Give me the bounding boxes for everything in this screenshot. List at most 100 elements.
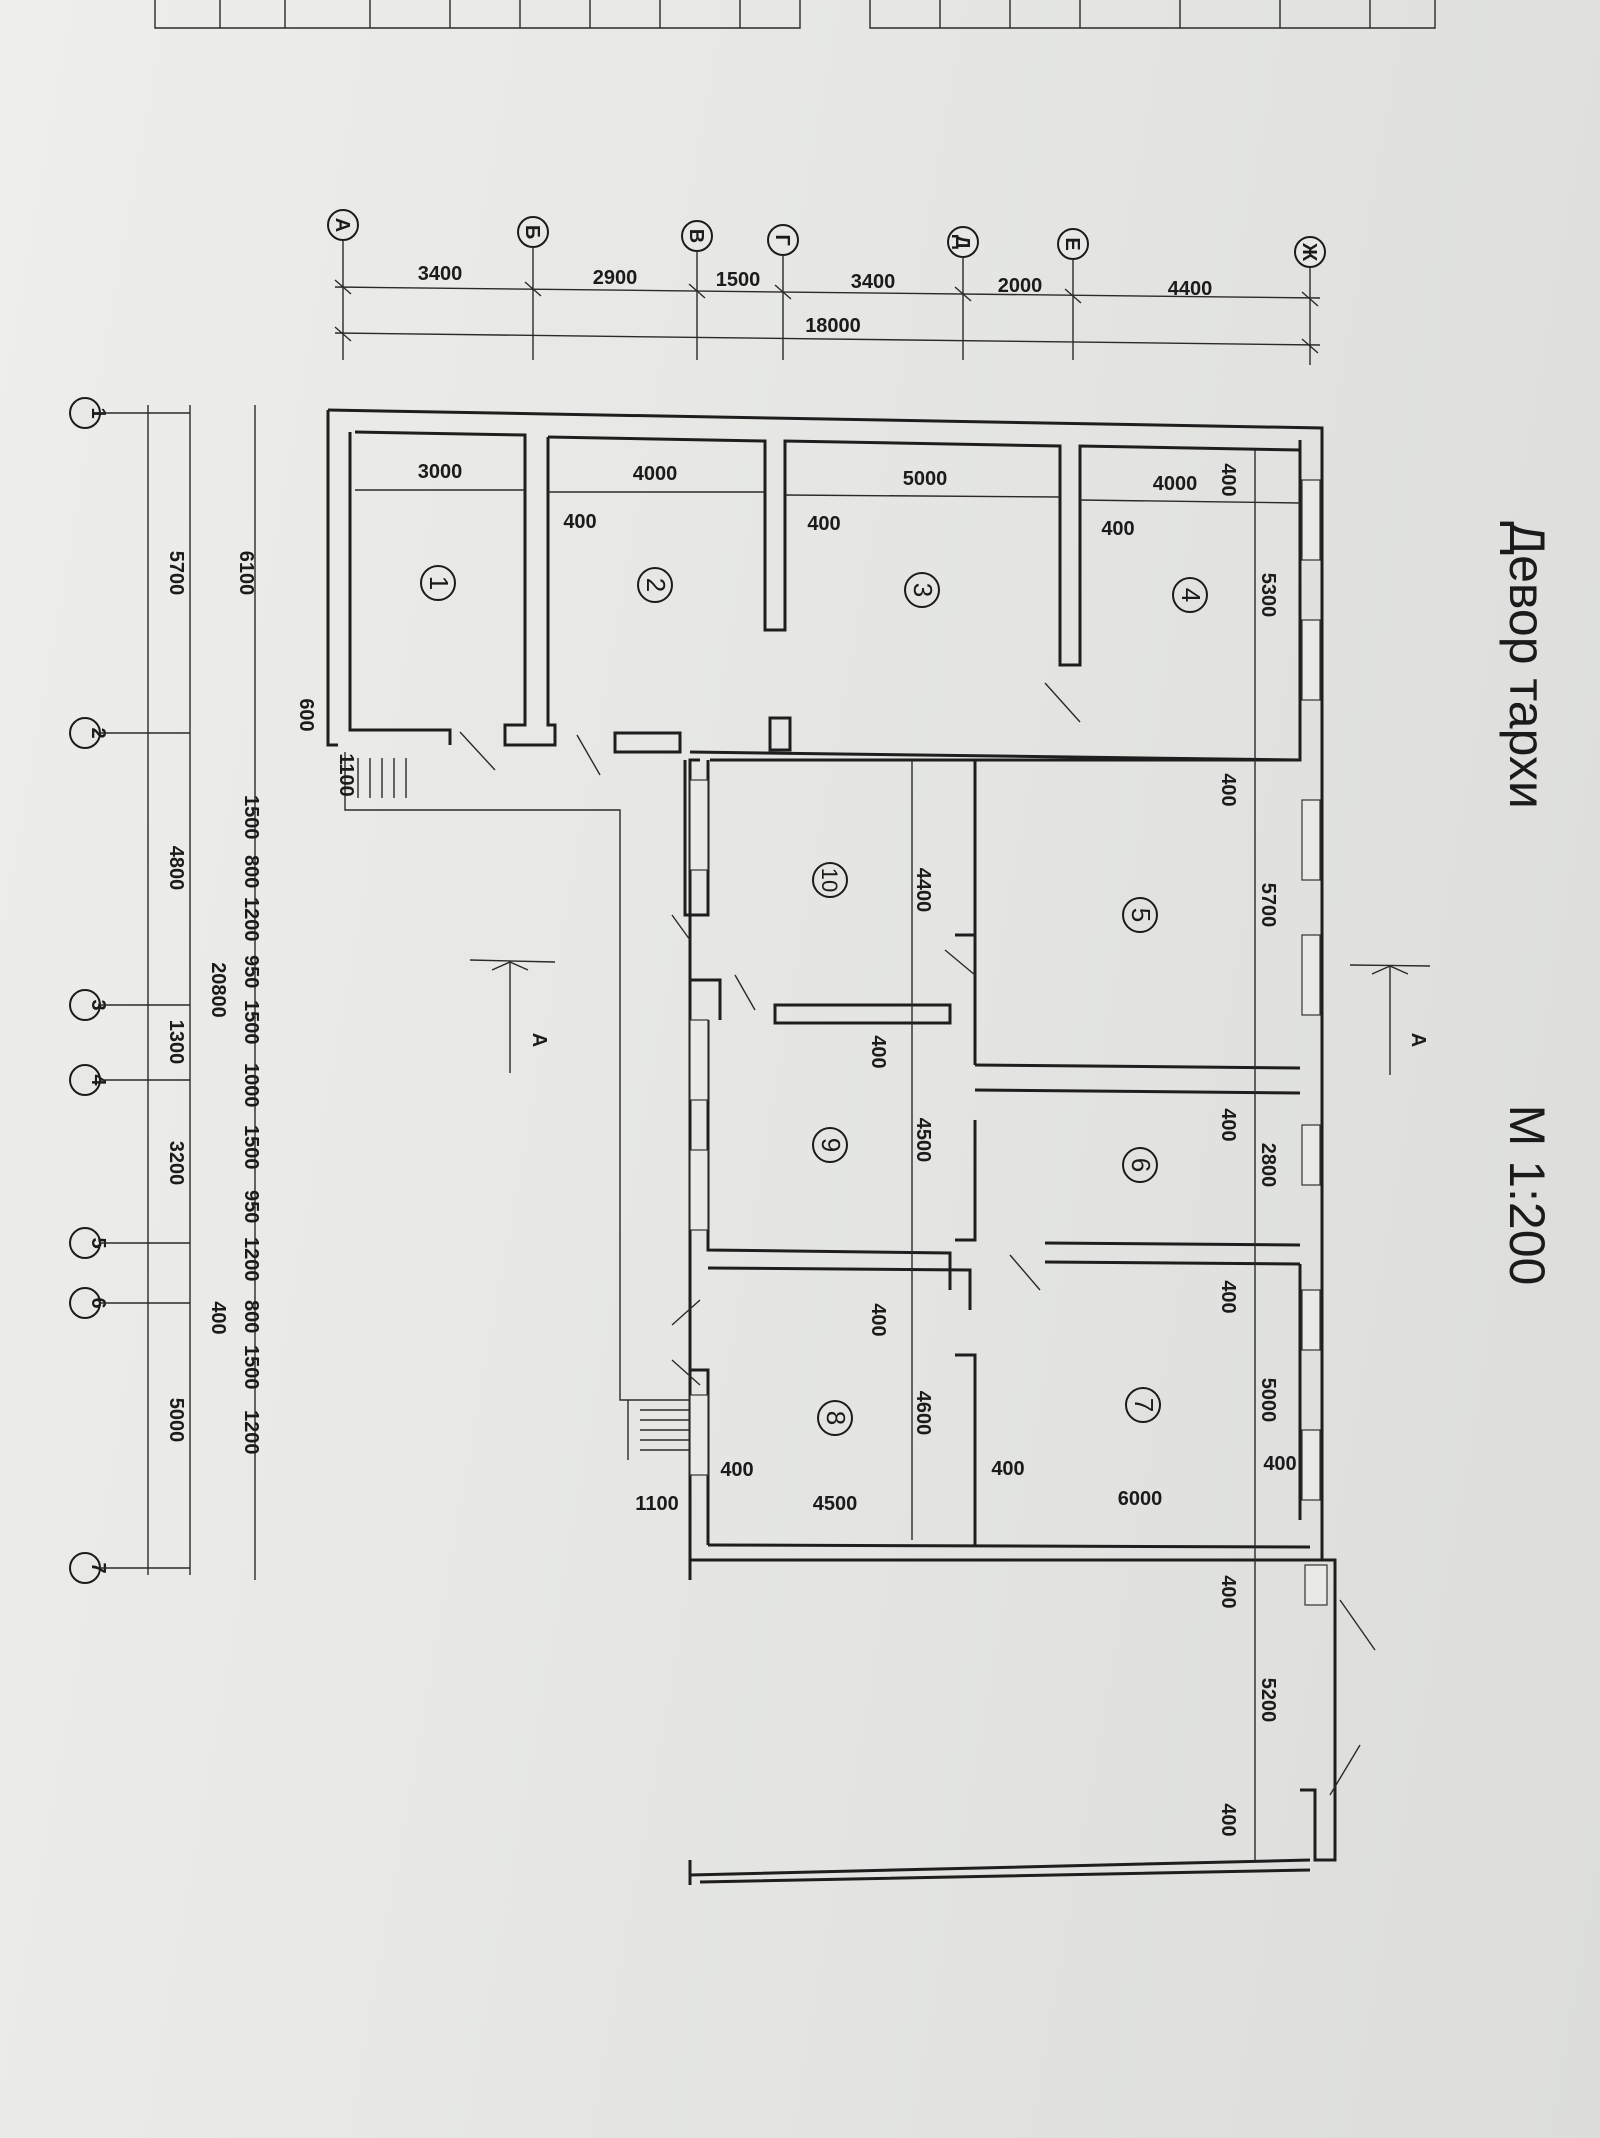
room-number: 1 <box>424 576 454 590</box>
svg-text:4000: 4000 <box>633 463 678 485</box>
axis-label: 6 <box>87 1297 109 1308</box>
porch-dimensions: 1100 1100 <box>335 753 679 1515</box>
svg-text:3400: 3400 <box>851 271 896 293</box>
svg-text:400: 400 <box>1217 1108 1239 1141</box>
svg-text:1100: 1100 <box>635 1493 678 1515</box>
svg-text:400: 400 <box>807 513 840 535</box>
svg-text:3400: 3400 <box>418 263 463 285</box>
svg-text:4400: 4400 <box>912 868 934 913</box>
axis-label: 5 <box>87 1237 109 1248</box>
svg-text:5700: 5700 <box>165 551 187 596</box>
svg-text:1500: 1500 <box>240 1000 262 1045</box>
svg-text:4800: 4800 <box>165 846 187 891</box>
svg-text:400: 400 <box>1101 518 1134 540</box>
svg-text:3200: 3200 <box>165 1141 187 1186</box>
axis-label: 7 <box>87 1562 109 1573</box>
svg-text:400: 400 <box>991 1458 1024 1480</box>
svg-text:400: 400 <box>1217 1803 1239 1836</box>
axis-label: Д <box>951 235 973 249</box>
axis-label: 2 <box>87 727 109 738</box>
room-dimensions: 3000 4000 5000 4000 4400 4500 4600 6000 … <box>355 450 1301 1860</box>
svg-text:5000: 5000 <box>1257 1378 1279 1423</box>
svg-text:400: 400 <box>207 1301 229 1334</box>
room-number: 10 <box>817 868 842 892</box>
windows <box>689 479 1328 1606</box>
section-marks: А А <box>469 959 1431 1075</box>
svg-text:400: 400 <box>720 1459 753 1481</box>
svg-text:4500: 4500 <box>813 1493 858 1515</box>
room-number: 4 <box>1176 588 1206 602</box>
svg-text:5000: 5000 <box>903 468 948 490</box>
door-swings <box>459 682 1376 1796</box>
title-block-frame <box>154 0 1436 29</box>
svg-text:3000: 3000 <box>418 461 463 483</box>
axis-label: А <box>331 218 353 232</box>
wall-thickness-labels: 400 400 400 400 400 400 400 400 400 400 … <box>563 463 1296 1836</box>
svg-text:1500: 1500 <box>240 795 262 840</box>
svg-text:1500: 1500 <box>240 1345 262 1390</box>
letter-axes: А Б В Г Д Е Ж <box>327 209 1326 365</box>
room-number: 7 <box>1129 1398 1159 1412</box>
room-number: 6 <box>1126 1158 1156 1172</box>
svg-text:400: 400 <box>563 511 596 533</box>
axis-label: Г <box>771 234 793 245</box>
axis-label: 1 <box>87 407 109 418</box>
number-axes: 1 2 3 4 5 6 7 <box>69 397 256 1584</box>
svg-text:5200: 5200 <box>1257 1678 1279 1723</box>
svg-text:4500: 4500 <box>912 1118 934 1163</box>
svg-text:950: 950 <box>240 1190 262 1223</box>
svg-text:1000: 1000 <box>240 1063 262 1108</box>
drawing-title: Девор тархи М 1:200 <box>1499 521 1555 1285</box>
svg-text:400: 400 <box>1217 1280 1239 1313</box>
section-label: А <box>528 1033 550 1047</box>
svg-text:400: 400 <box>867 1035 889 1068</box>
axis-label: Е <box>1061 237 1083 250</box>
svg-text:4000: 4000 <box>1153 473 1198 495</box>
svg-text:6100: 6100 <box>235 551 257 596</box>
axis-label: Ж <box>1298 242 1320 262</box>
svg-text:1100: 1100 <box>335 753 357 796</box>
room-number: 2 <box>641 578 671 592</box>
svg-text:5300: 5300 <box>1257 573 1279 618</box>
svg-text:400: 400 <box>1217 463 1239 496</box>
room-number: 8 <box>821 1411 851 1425</box>
svg-text:5700: 5700 <box>1257 883 1279 928</box>
svg-text:1200: 1200 <box>240 1237 262 1282</box>
svg-text:5000: 5000 <box>165 1398 187 1443</box>
svg-text:400: 400 <box>867 1303 889 1336</box>
svg-text:18000: 18000 <box>805 315 861 337</box>
svg-text:6000: 6000 <box>1118 1488 1163 1510</box>
title-text: Девор тархи <box>1499 521 1555 809</box>
svg-text:800: 800 <box>240 1300 262 1333</box>
top-dimensions: 3400 2900 1500 3400 2000 4400 18000 <box>418 263 1213 337</box>
svg-text:20800: 20800 <box>207 962 229 1018</box>
svg-text:2800: 2800 <box>1257 1143 1279 1188</box>
svg-text:4600: 4600 <box>912 1391 934 1436</box>
svg-text:4400: 4400 <box>1168 278 1213 300</box>
svg-text:400: 400 <box>1217 1575 1239 1608</box>
svg-text:400: 400 <box>1263 1453 1296 1475</box>
svg-text:2900: 2900 <box>593 267 638 289</box>
svg-text:1500: 1500 <box>240 1125 262 1170</box>
svg-text:600: 600 <box>295 698 317 731</box>
left-dimensions: 5700 4800 1300 3200 5000 6100 20800 600 … <box>165 551 317 1455</box>
section-label: А <box>1407 1033 1429 1047</box>
axis-label: Б <box>521 225 543 239</box>
room-number: 3 <box>908 583 938 597</box>
svg-text:1300: 1300 <box>165 1020 187 1065</box>
svg-text:1200: 1200 <box>240 1410 262 1455</box>
scale-text: М 1:200 <box>1499 1105 1555 1286</box>
svg-text:2000: 2000 <box>998 275 1043 297</box>
svg-text:800: 800 <box>240 855 262 888</box>
room-numbers: 1 2 3 4 5 6 7 8 9 10 <box>420 565 1208 1436</box>
axis-label: 3 <box>87 999 109 1010</box>
svg-text:1500: 1500 <box>716 269 761 291</box>
axis-label: 4 <box>87 1074 109 1086</box>
svg-text:950: 950 <box>240 955 262 988</box>
svg-text:400: 400 <box>1217 773 1239 806</box>
axis-label: В <box>685 229 707 243</box>
room-number: 9 <box>816 1138 846 1152</box>
room-number: 5 <box>1126 908 1156 922</box>
